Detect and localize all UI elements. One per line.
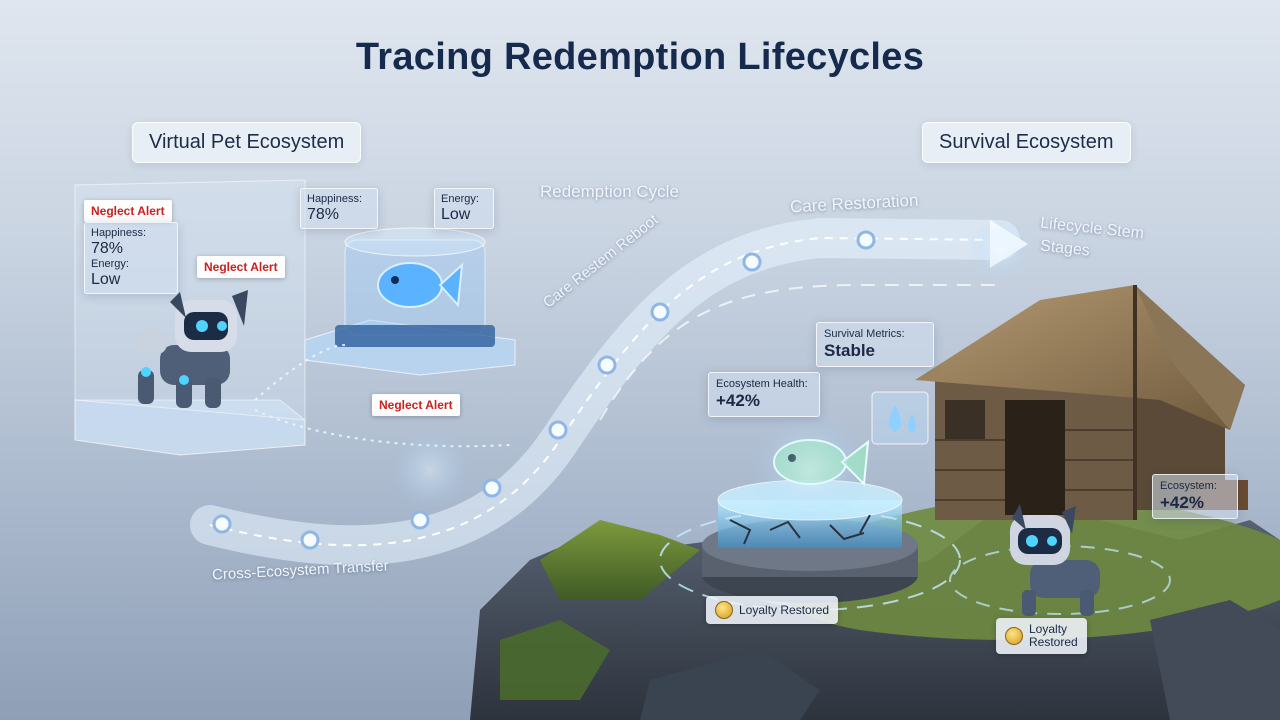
- neglect-alert-1: Neglect Alert: [84, 200, 172, 222]
- loyalty-restored-badge-1: Loyalty Restored: [706, 596, 838, 624]
- energy-value: Low: [91, 271, 171, 289]
- ecosystem-label: Ecosystem:: [1160, 480, 1230, 493]
- loyalty-restored-text-1: Loyalty Restored: [739, 603, 829, 617]
- happiness-label-b: Happiness:: [307, 193, 371, 206]
- neglect-alert-3: Neglect Alert: [372, 394, 460, 416]
- droplet-hologram: [872, 392, 928, 444]
- energy-label: Energy:: [91, 258, 171, 271]
- fish-tank-hologram: [305, 228, 515, 375]
- survival-metrics-panel: Survival Metrics: Stable: [816, 322, 934, 367]
- loyalty-line-2: Restored: [1029, 636, 1078, 649]
- survival-metrics-value: Stable: [824, 341, 926, 361]
- page-title: Tracing Redemption Lifecycles: [0, 36, 1280, 79]
- happiness-value-b: 78%: [307, 206, 371, 224]
- pet-stats-panel: Happiness: 78% Energy: Low: [84, 222, 178, 294]
- energy-label-b: Energy:: [441, 193, 487, 206]
- loyalty-restored-badge-2: Loyalty Restored: [996, 618, 1087, 654]
- neglect-alert-2: Neglect Alert: [197, 256, 285, 278]
- flow-ribbon: [210, 220, 1028, 545]
- virtual-pet-ecosystem-label: Virtual Pet Ecosystem: [132, 122, 361, 163]
- happiness-panel: Happiness: 78%: [300, 188, 378, 229]
- energy-panel: Energy: Low: [434, 188, 494, 229]
- energy-value-b: Low: [441, 206, 487, 224]
- happiness-label: Happiness:: [91, 227, 171, 240]
- loyalty-coin-icon-2: [1005, 627, 1023, 645]
- loyalty-coin-icon: [715, 601, 733, 619]
- loyalty-restored-text-2: Loyalty Restored: [1029, 623, 1078, 649]
- survival-metrics-label: Survival Metrics:: [824, 328, 926, 341]
- redemption-cycle-label: Redemption Cycle: [540, 182, 679, 202]
- ecosystem-health-panel: Ecosystem Health: +42%: [708, 372, 820, 417]
- ecosystem-health-value: +42%: [716, 391, 812, 411]
- ecosystem-value: +42%: [1160, 493, 1230, 513]
- survival-ecosystem-label: Survival Ecosystem: [922, 122, 1131, 163]
- ecosystem-health-label: Ecosystem Health:: [716, 378, 812, 391]
- ecosystem-panel: Ecosystem: +42%: [1152, 474, 1238, 519]
- happiness-value: 78%: [91, 240, 171, 258]
